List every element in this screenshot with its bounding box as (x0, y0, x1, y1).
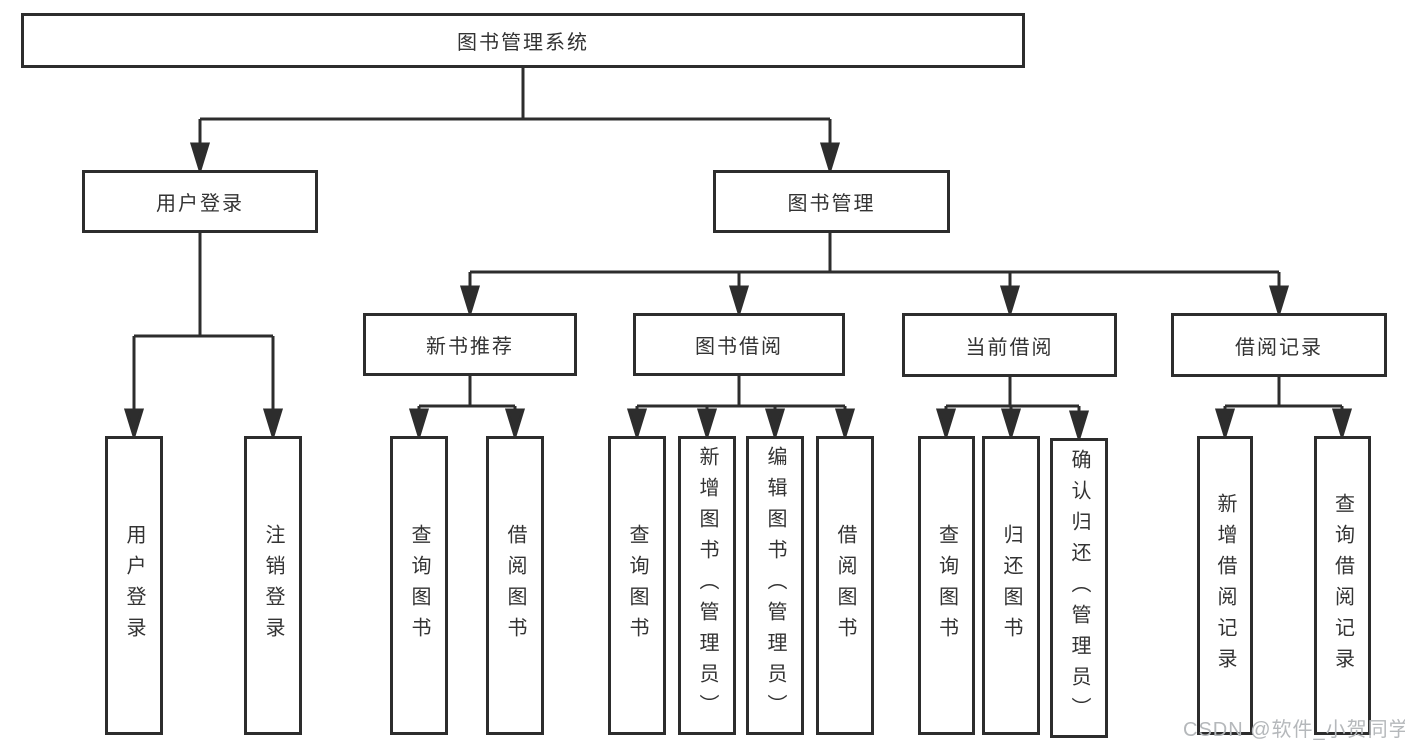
leaf-newbooks-borrow-book: 借阅图书 (486, 436, 544, 735)
arrowhead (999, 285, 1021, 319)
connector-book-mgmt-children (459, 233, 1290, 319)
leaf-borrow-borrow-book: 借阅图书 (816, 436, 874, 735)
leaf-records-query-record: 查询借阅记录 (1314, 436, 1371, 735)
node-book-borrow: 图书借阅 (633, 313, 845, 376)
arrowhead (1331, 408, 1353, 442)
leaf-logout: 注销登录 (244, 436, 302, 735)
leaf-current-return-book: 归还图书 (982, 436, 1040, 735)
arrowhead (1000, 408, 1022, 442)
arrowhead (459, 285, 481, 319)
connector-book-borrow-children (626, 376, 856, 442)
leaf-borrow-add-book-admin: 新增图书（管理员） (678, 436, 736, 735)
arrowhead (408, 408, 430, 442)
leaf-current-confirm-return-admin: 确认归还（管理员） (1050, 438, 1108, 738)
node-current-borrow: 当前借阅 (902, 313, 1117, 377)
arrowhead (1268, 285, 1290, 319)
csdn-watermark: CSDN @软件_小贺同学 (1183, 719, 1405, 741)
leaf-newbooks-query-book: 查询图书 (390, 436, 448, 735)
arrowhead (728, 285, 750, 319)
arrowhead (1214, 408, 1236, 442)
arrowhead (1068, 410, 1090, 444)
node-root-system: 图书管理系统 (21, 13, 1025, 68)
node-new-book-recommend: 新书推荐 (363, 313, 577, 376)
connector-root-to-level2 (189, 68, 841, 176)
node-user-login: 用户登录 (82, 170, 318, 233)
leaf-user-login: 用户登录 (105, 436, 163, 735)
leaf-borrow-query-book: 查询图书 (608, 436, 666, 735)
arrowhead (626, 408, 648, 442)
arrowhead (819, 142, 841, 176)
arrowhead (189, 142, 211, 176)
arrowhead (262, 408, 284, 442)
arrowhead (123, 408, 145, 442)
arrowhead (696, 408, 718, 442)
leaf-records-add-record: 新增借阅记录 (1197, 436, 1253, 735)
connector-borrow-records-children (1214, 376, 1353, 442)
arrowhead (935, 408, 957, 442)
node-book-management: 图书管理 (713, 170, 950, 233)
connector-user-login-children (123, 233, 284, 442)
connector-new-books-children (408, 376, 526, 442)
arrowhead (764, 408, 786, 442)
arrowhead (504, 408, 526, 442)
connector-current-borrow-children (935, 376, 1090, 444)
node-borrow-records: 借阅记录 (1171, 313, 1387, 377)
arrowhead (834, 408, 856, 442)
leaf-current-query-book: 查询图书 (918, 436, 975, 735)
leaf-borrow-edit-book-admin: 编辑图书（管理员） (746, 436, 804, 735)
